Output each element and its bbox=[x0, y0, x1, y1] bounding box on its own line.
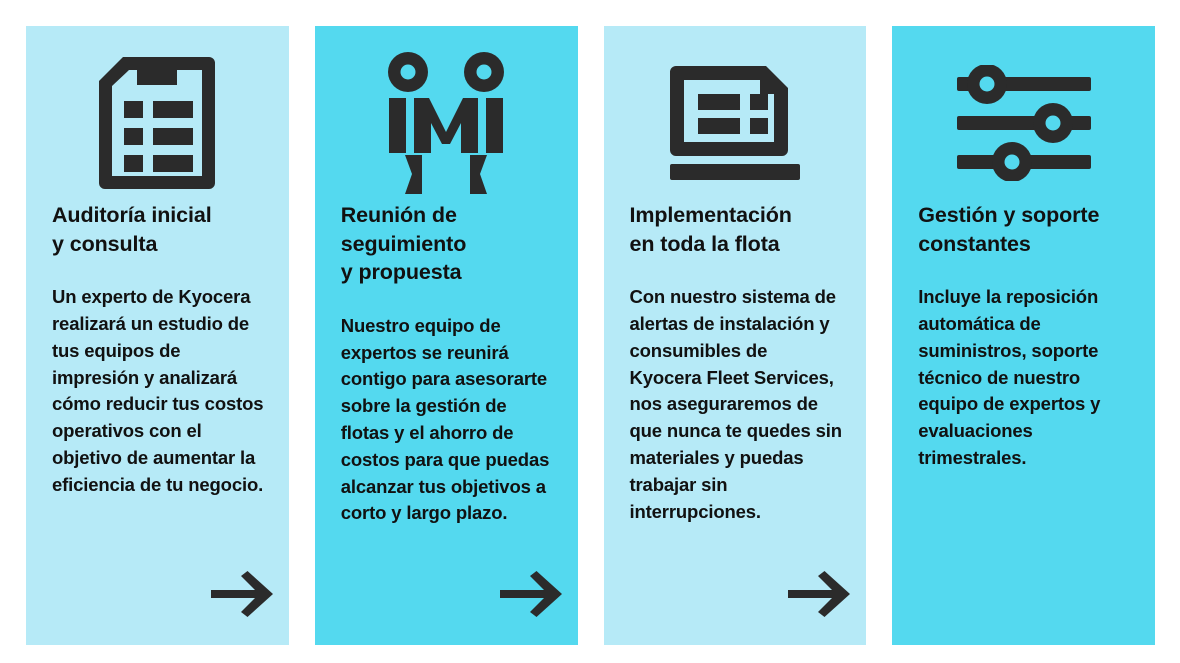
step-3-arrow bbox=[788, 571, 851, 617]
step-panel-3[interactable]: Implementación en toda la flota Con nues… bbox=[603, 26, 867, 645]
step-panel-1[interactable]: Auditoría inicial y consulta Un experto … bbox=[26, 26, 289, 645]
arrow-right-icon bbox=[499, 571, 562, 617]
step-2-title: Reunión de seguimiento y propuesta bbox=[340, 203, 467, 285]
step-3-title: Implementación en toda la flota bbox=[629, 203, 792, 256]
sliders-settings-icon bbox=[956, 64, 1091, 181]
step-3-body: Implementación en toda la flota Con nues… bbox=[604, 201, 867, 526]
step-1-body: Auditoría inicial y consulta Un experto … bbox=[26, 201, 289, 499]
step-2-arrow bbox=[499, 571, 562, 617]
step-1-icon-area bbox=[26, 26, 289, 201]
step-4-icon-area bbox=[892, 26, 1155, 201]
step-panels-container: Auditoría inicial y consulta Un experto … bbox=[26, 26, 1155, 645]
arrow-right-icon bbox=[788, 571, 851, 617]
step-panel-4[interactable]: Gestión y soporte constantes Incluye la … bbox=[892, 26, 1155, 645]
arrow-right-icon bbox=[210, 571, 273, 617]
step-3-icon-area bbox=[604, 26, 867, 201]
step-panel-2[interactable]: Reunión de seguimiento y propuesta Nuest… bbox=[314, 26, 578, 645]
step-2-icon-area bbox=[315, 26, 578, 201]
step-2-body: Reunión de seguimiento y propuesta Nuest… bbox=[315, 201, 578, 527]
laptop-screen-icon bbox=[669, 65, 800, 180]
step-1-title: Auditoría inicial y consulta bbox=[52, 203, 212, 256]
handshake-people-icon bbox=[388, 51, 505, 194]
clipboard-checklist-icon bbox=[99, 56, 216, 189]
step-1-description: Un experto de Kyocera realizará un estud… bbox=[52, 286, 264, 495]
step-4-title: Gestión y soporte constantes bbox=[918, 203, 1100, 256]
step-1-arrow bbox=[210, 571, 273, 617]
step-4-description: Incluye la reposición automática de sumi… bbox=[918, 286, 1101, 469]
step-2-description: Nuestro equipo de expertos se reunirá co… bbox=[340, 314, 550, 524]
step-3-description: Con nuestro sistema de alertas de instal… bbox=[629, 286, 843, 522]
step-4-body: Gestión y soporte constantes Incluye la … bbox=[892, 201, 1155, 472]
